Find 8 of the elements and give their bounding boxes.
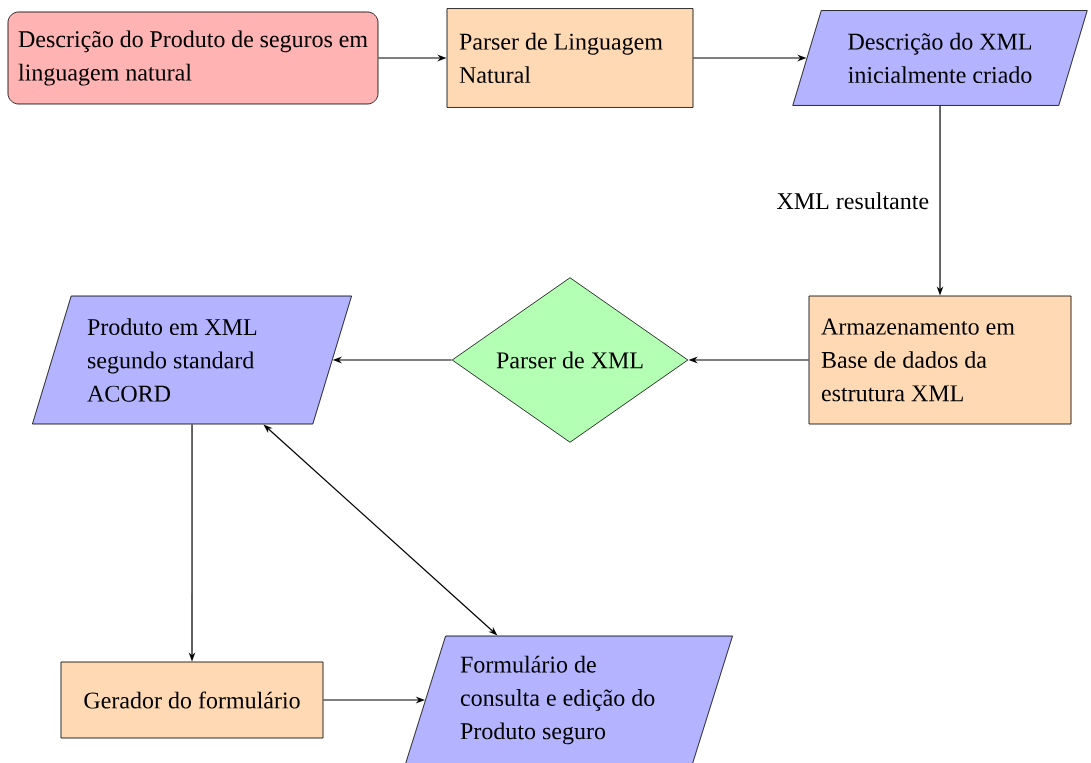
edge-label: XML resultante: [773, 189, 932, 212]
data-parallelogram: Formulário de consulta e edição do Produto seguro: [405, 635, 733, 763]
data-parallelogram: Produto em XML segundo standard ACORD: [32, 295, 352, 425]
process-box: Gerador do formulário: [60, 661, 324, 739]
process-box: Parser de Linguagem Natural: [446, 8, 694, 108]
data-parallelogram: Descrição do XML inicialmente criado: [792, 10, 1088, 106]
process-box: Armazenamento em Base de dados da estrutura XML: [808, 295, 1072, 425]
start-box: Descrição do Produto de seguros em linguagem natural: [7, 11, 379, 105]
